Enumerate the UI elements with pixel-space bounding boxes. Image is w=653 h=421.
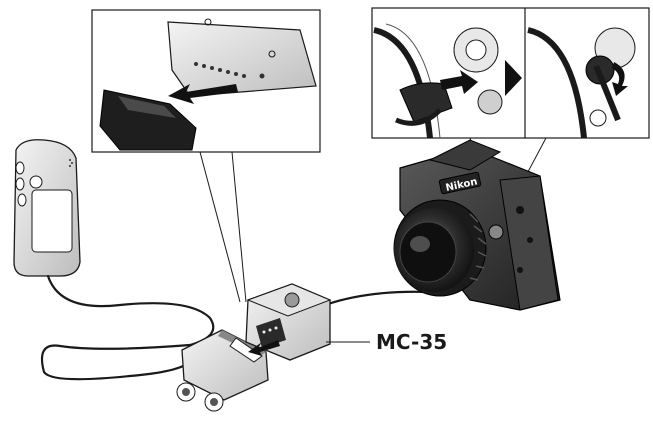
- camera-port-inset: [371, 7, 650, 139]
- mc35-adapter: [245, 283, 332, 361]
- detach-arrow-icon: [168, 84, 238, 104]
- port-after-panel: [527, 27, 636, 139]
- mc35-callout-label: MC-35: [376, 330, 447, 354]
- gps-screen: [31, 189, 73, 253]
- twist-arrow-icon: [612, 62, 628, 96]
- adapter-detach-arrow-icon: [248, 340, 280, 356]
- insert-arrow-icon: [440, 70, 478, 94]
- port-before-panel: [373, 23, 503, 139]
- gps-device: [13, 139, 81, 277]
- serial-connector: [176, 329, 269, 412]
- connector-detail-inset: [91, 9, 321, 153]
- camera-lens: [393, 199, 487, 297]
- step-arrow-icon: [505, 60, 522, 96]
